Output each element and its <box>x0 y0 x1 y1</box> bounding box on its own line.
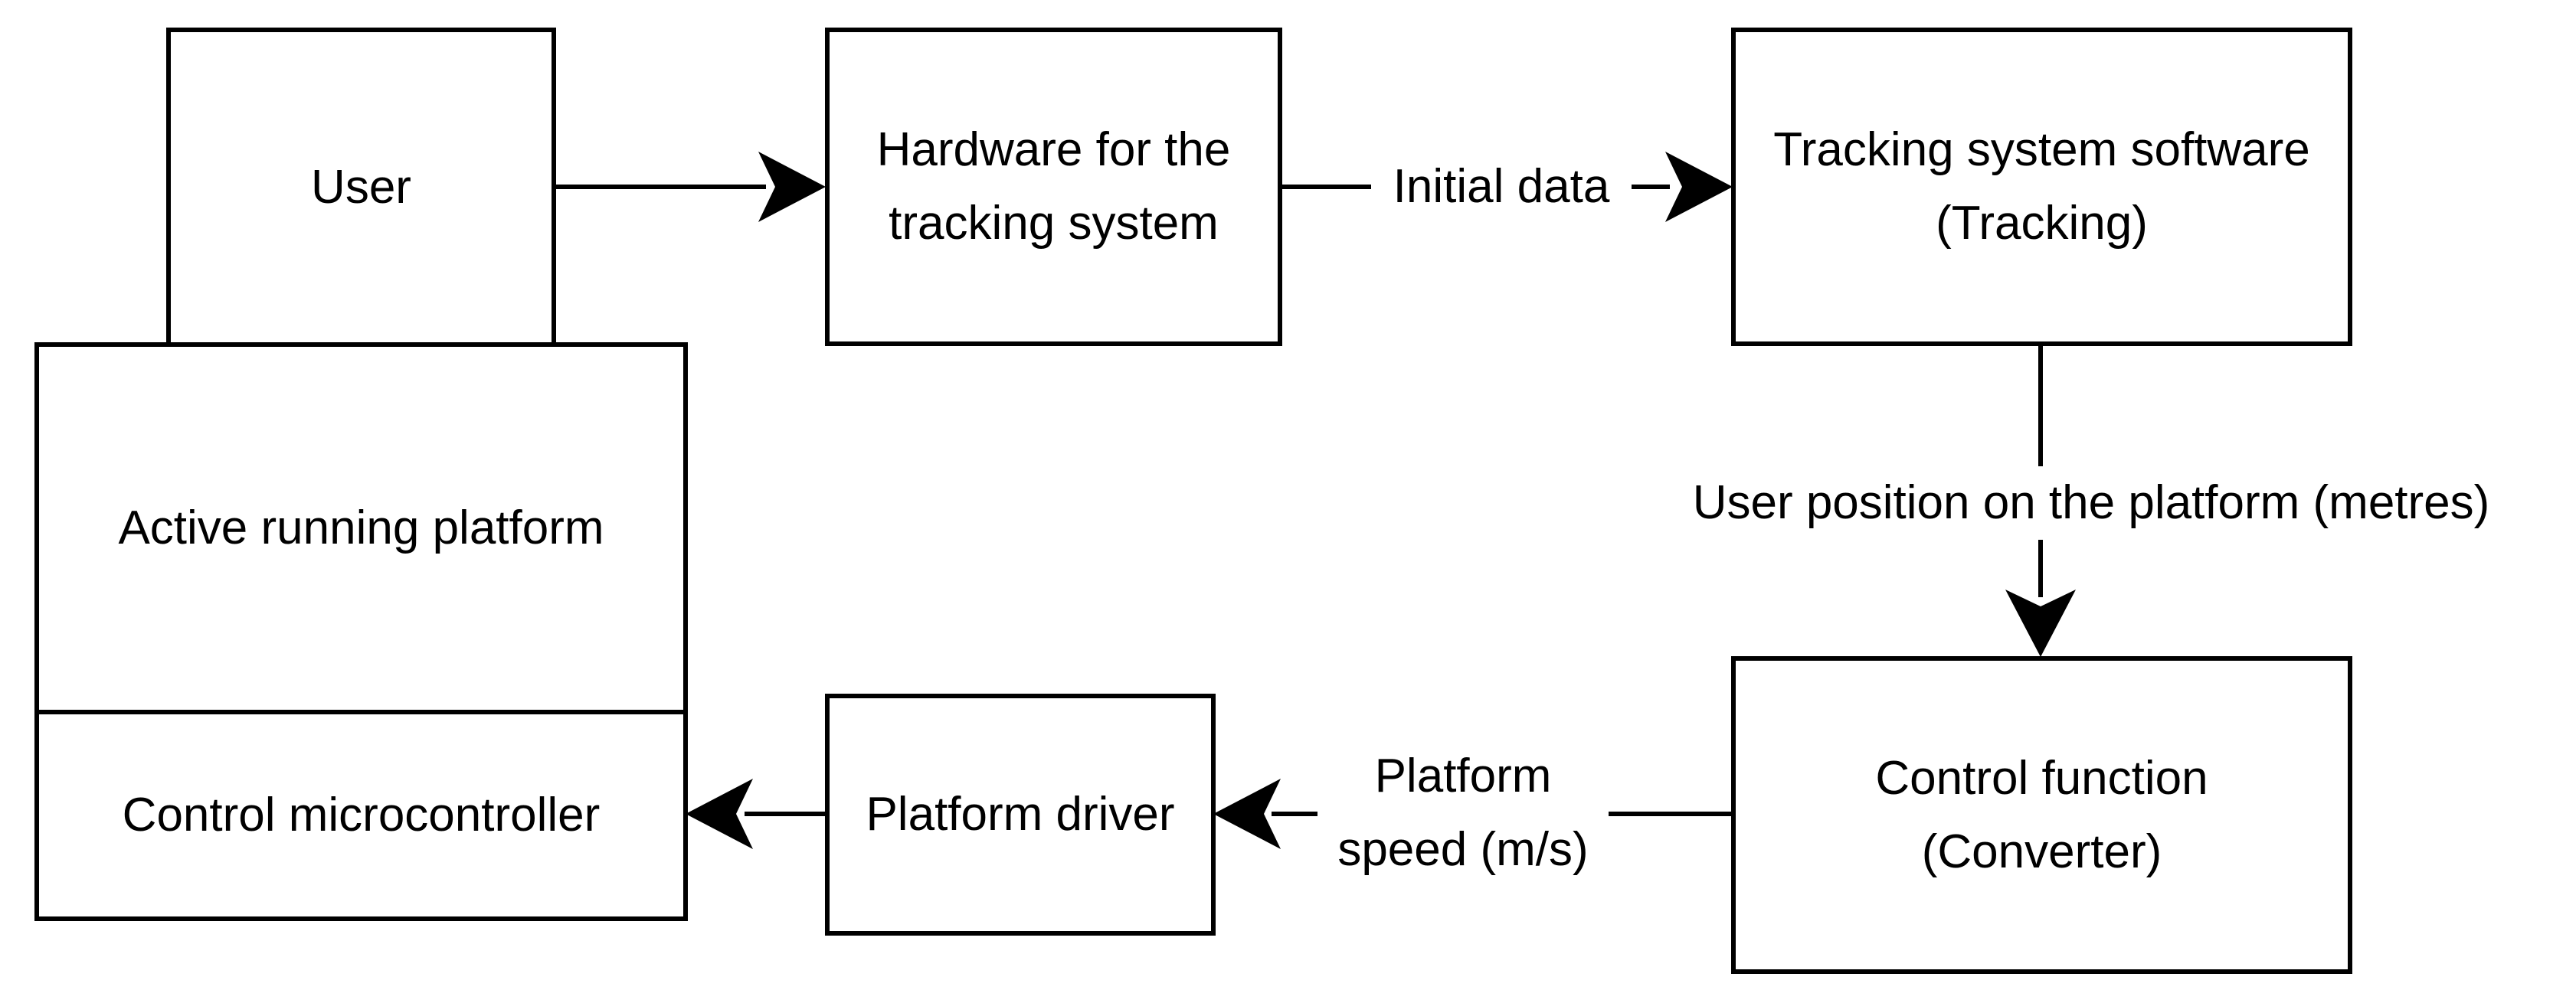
node-control-microcontroller-label: Control microcontroller <box>122 789 601 841</box>
node-control-function: Control function (Converter) <box>1731 656 2352 974</box>
arrowhead-hardware-to-tracking <box>1665 152 1733 222</box>
node-control-function-label: Control function (Converter) <box>1875 751 2208 878</box>
node-hardware: Hardware for the tracking system <box>825 28 1282 346</box>
node-hardware-label: Hardware for the tracking system <box>876 123 1231 250</box>
arrowhead-control-to-driver <box>1213 779 1281 849</box>
node-tracking-software: Tracking system software (Tracking) <box>1731 28 2352 346</box>
arrowhead-user-to-hardware <box>758 152 826 222</box>
node-active-platform-label: Active running platform <box>118 502 604 554</box>
node-user: User <box>166 28 556 348</box>
node-user-label: User <box>311 161 411 214</box>
arrowhead-tracking-to-control <box>2005 590 2076 657</box>
edge-label-initial-data: Initial data <box>1371 150 1632 224</box>
node-control-microcontroller: Control microcontroller <box>34 710 688 921</box>
node-tracking-software-label: Tracking system software (Tracking) <box>1773 123 2310 250</box>
node-active-platform: Active running platform <box>34 342 688 714</box>
node-platform-driver-label: Platform driver <box>866 788 1175 841</box>
node-platform-driver: Platform driver <box>825 694 1216 936</box>
edge-label-user-position: User position on the platform (metres) <box>1628 466 2555 540</box>
edge-label-platform-speed: Platform speed (m/s) <box>1317 740 1609 887</box>
arrowhead-driver-to-microcontroller <box>686 779 753 849</box>
